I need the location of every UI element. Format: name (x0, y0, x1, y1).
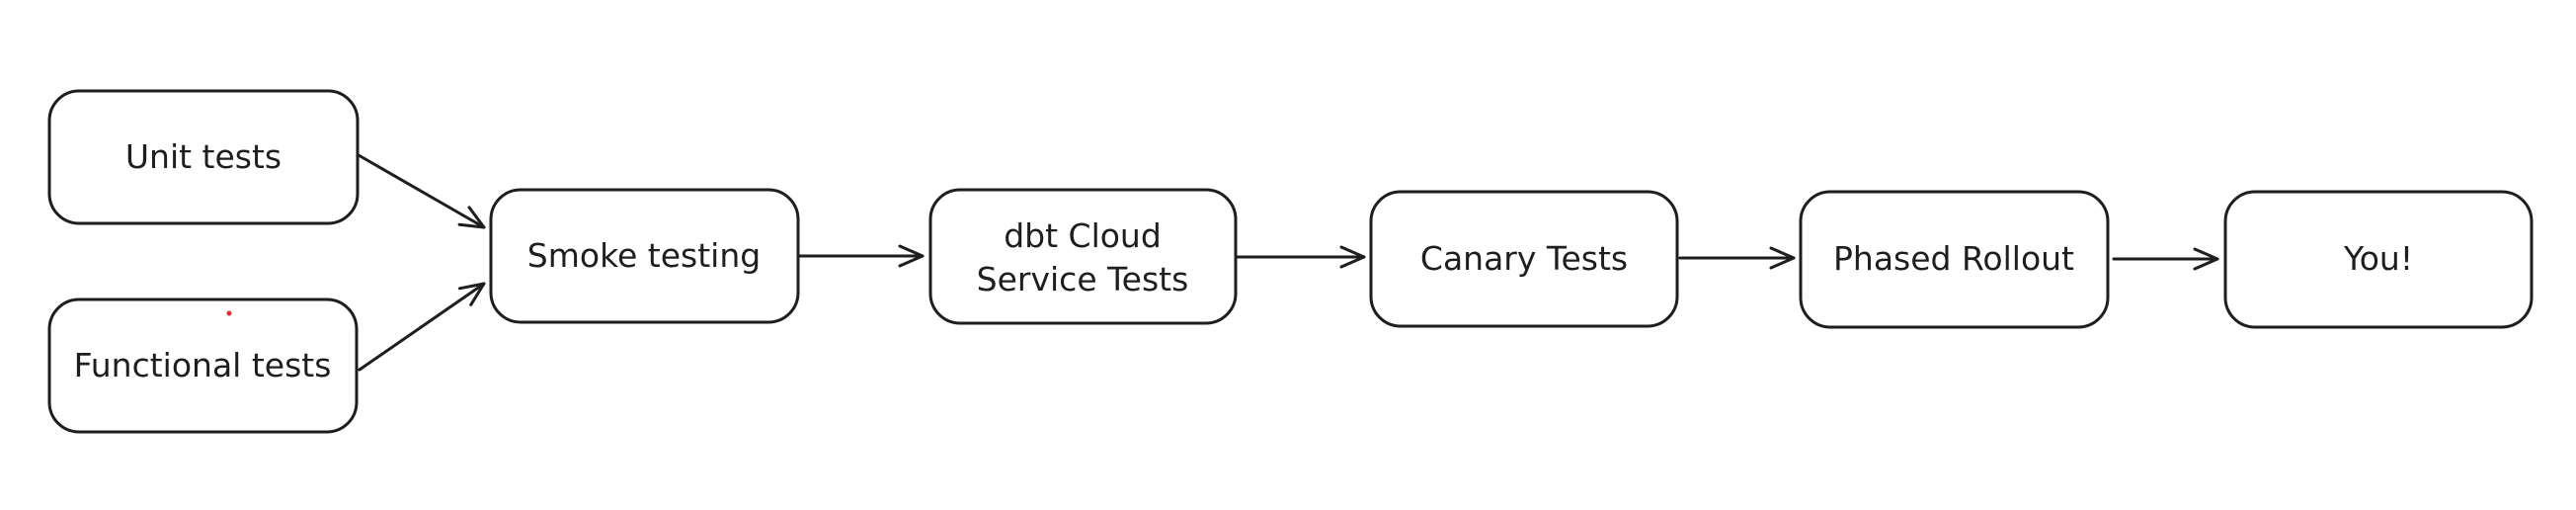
node-box (928, 188, 1238, 325)
node-dbt-cloud-service-tests: dbt Cloud Service Tests (928, 188, 1238, 325)
node-label: Functional tests (74, 346, 332, 384)
node-label: Unit tests (125, 137, 282, 176)
node-phased-rollout: Phased Rollout (1799, 190, 2110, 329)
node-label: You! (2343, 239, 2413, 278)
stray-red-dot (226, 310, 232, 316)
node-smoke-testing: Smoke testing (489, 188, 800, 324)
node-label: Canary Tests (1420, 239, 1628, 278)
arrow-functional-tests-to-smoke-testing (358, 282, 486, 372)
node-box (2223, 190, 2534, 329)
node-label-line-1: dbt Cloud (1004, 216, 1162, 255)
node-you: You! (2223, 190, 2534, 329)
node-box (47, 89, 360, 225)
node-box (1369, 190, 1679, 328)
node-label: Smoke testing (527, 236, 761, 275)
node-box (1799, 190, 2110, 329)
node-box (489, 188, 800, 324)
node-canary-tests: Canary Tests (1369, 190, 1679, 328)
node-label-line-2: Service Tests (977, 260, 1189, 298)
arrow-unit-tests-to-smoke-testing (357, 153, 486, 229)
node-functional-tests: Functional tests (47, 298, 359, 434)
node-unit-tests: Unit tests (47, 89, 360, 225)
node-box (47, 298, 359, 434)
node-label: Phased Rollout (1833, 239, 2074, 278)
